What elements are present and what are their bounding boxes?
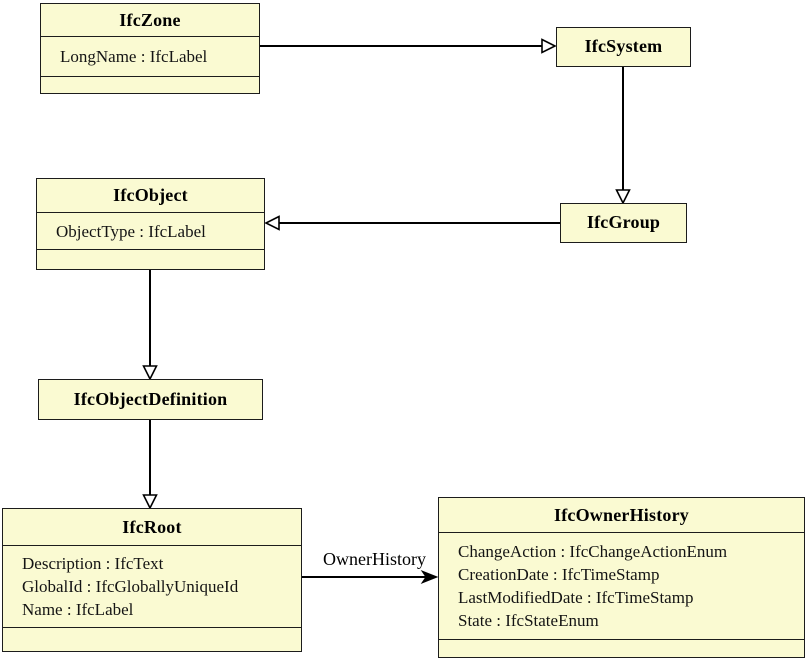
generalization-arrowhead-ifcroot — [142, 494, 158, 510]
class-attribute: LastModifiedDate : IfcTimeStamp — [458, 588, 694, 607]
class-operations-empty — [37, 249, 264, 268]
association-arrowhead-ifcownerhistory — [420, 569, 439, 585]
class-title: IfcRoot — [122, 516, 182, 537]
class-title: IfcObjectDefinition — [73, 388, 228, 409]
generalization-arrowhead-ifcobjectdefinition — [142, 365, 158, 381]
class-operations-empty — [3, 627, 301, 650]
class-title: IfcOwnerHistory — [554, 504, 689, 525]
class-attribute: CreationDate : IfcTimeStamp — [458, 565, 660, 584]
class-title: IfcGroup — [586, 212, 661, 232]
class-attribute: GlobalId : IfcGloballyUniqueId — [22, 577, 239, 596]
association-label-ownerhistory: OwnerHistory — [323, 549, 426, 569]
class-box-ifczone: IfcZone LongName : IfcLabel — [40, 3, 260, 94]
class-attribute: ObjectType : IfcLabel — [56, 221, 206, 241]
class-title: IfcSystem — [584, 36, 663, 56]
class-title: IfcZone — [119, 9, 181, 30]
class-box-ifcownerhistory: IfcOwnerHistory ChangeAction : IfcChange… — [438, 497, 805, 658]
class-box-ifcobjectdefinition: IfcObjectDefinition — [38, 379, 263, 420]
class-attribute: Name : IfcLabel — [22, 600, 134, 619]
class-attributes: ChangeAction : IfcChangeActionEnum Creat… — [439, 532, 804, 639]
generalization-arrowhead-ifcgroup — [615, 189, 631, 205]
class-attribute: ChangeAction : IfcChangeActionEnum — [458, 542, 728, 561]
class-box-ifcgroup: IfcGroup — [560, 203, 687, 243]
class-attribute: LongName : IfcLabel — [60, 47, 208, 66]
generalization-arrowhead-ifcobject — [264, 215, 280, 231]
class-attributes: ObjectType : IfcLabel — [37, 212, 264, 249]
class-title: IfcObject — [113, 185, 188, 205]
generalization-arrowhead-ifcsystem — [541, 38, 557, 54]
class-box-ifcroot: IfcRoot Description : IfcText GlobalId :… — [2, 508, 302, 652]
class-attributes: LongName : IfcLabel — [41, 36, 259, 76]
class-operations-empty — [439, 639, 804, 656]
class-operations-empty — [41, 76, 259, 92]
generalization-arrowheads — [142, 38, 631, 510]
class-attribute: Description : IfcText — [22, 554, 164, 573]
class-attributes: Description : IfcText GlobalId : IfcGlob… — [3, 545, 301, 627]
class-attribute: State : IfcStateEnum — [458, 611, 599, 630]
class-box-ifcsystem: IfcSystem — [556, 27, 691, 67]
class-box-ifcobject: IfcObject ObjectType : IfcLabel — [36, 178, 265, 270]
